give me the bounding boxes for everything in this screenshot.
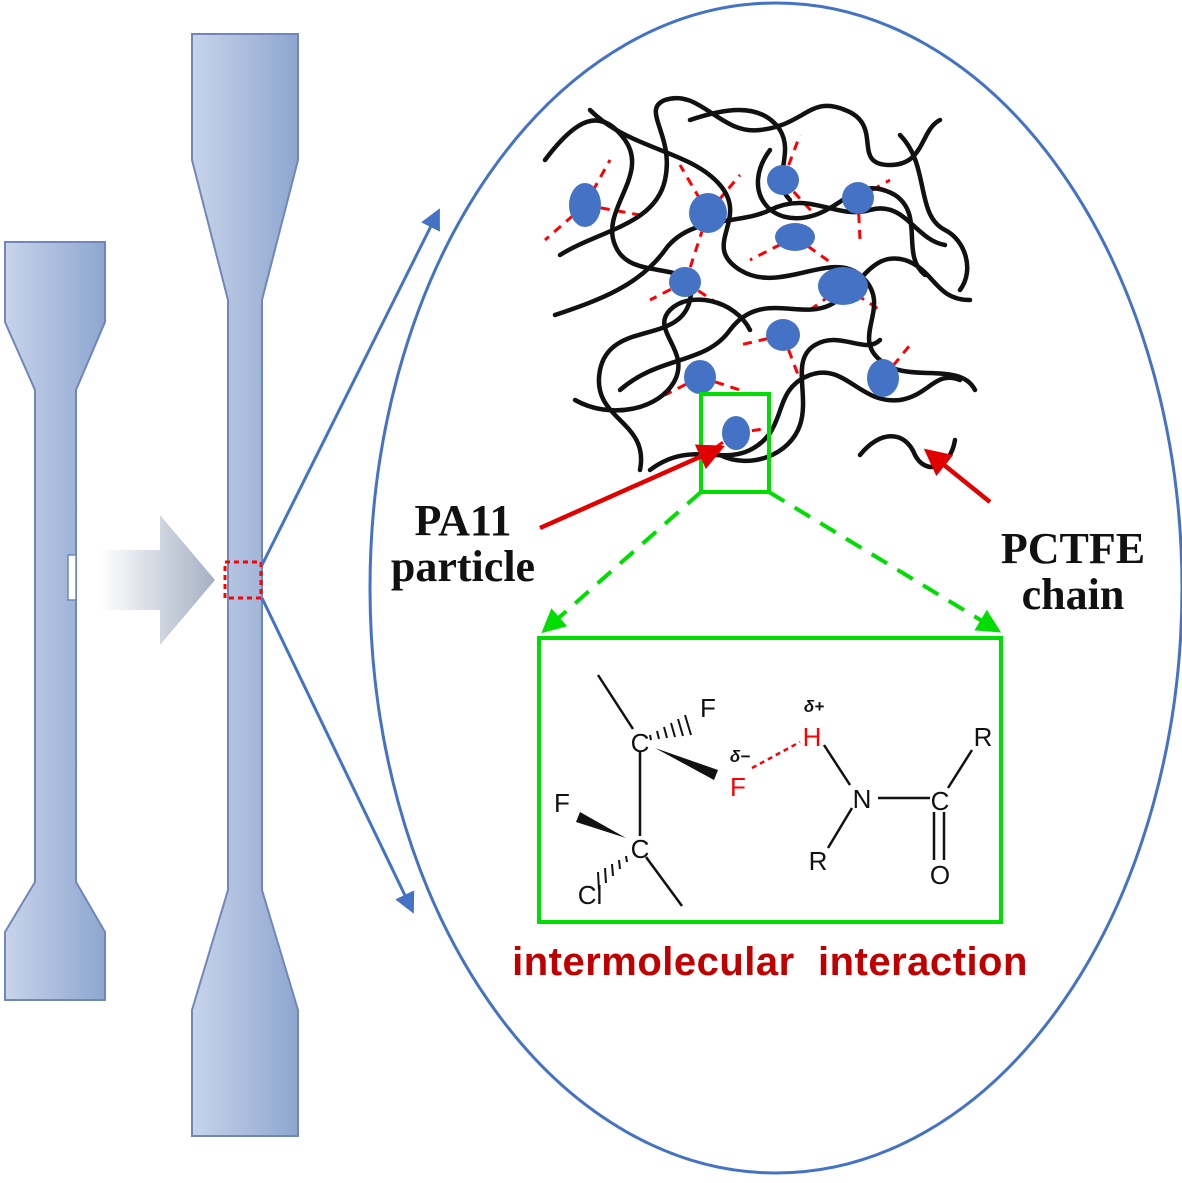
hashed-bond-icon <box>649 714 692 741</box>
interaction-caption: intermolecular interaction <box>512 940 1028 984</box>
zoom-dash-left <box>541 490 703 634</box>
pa11-particle <box>867 359 899 397</box>
atom-o: O <box>930 860 950 890</box>
pa11-particle <box>669 267 701 297</box>
delta-plus-label: δ+ <box>804 697 824 716</box>
stretch-arrow <box>100 515 215 645</box>
chemical-bonds <box>596 674 974 907</box>
pa11-particle <box>842 182 874 214</box>
wedge-bond-icon <box>655 748 718 780</box>
pa11-label: PA11 particle <box>368 498 558 590</box>
atom-h-donor: H <box>803 722 822 752</box>
pa11-particle <box>722 416 750 450</box>
atom-labels: C C F F Cl N C O R R <box>554 693 992 910</box>
pa11-pointer-arrow <box>539 444 725 531</box>
pctfe-label: PCTFE chain <box>978 526 1168 618</box>
polar-atom-labels: H F <box>730 722 821 802</box>
delta-minus-label: δ− <box>730 747 750 766</box>
pa11-particle <box>766 319 800 351</box>
atom-c-carbonyl: C <box>931 786 950 816</box>
zoom-line-bottom <box>260 597 415 914</box>
pa11-particle <box>767 165 799 195</box>
highlight-box-small <box>699 392 771 494</box>
pa11-particle <box>569 183 601 227</box>
hashed-bond-icon <box>597 855 628 891</box>
atom-c-upper: C <box>631 728 650 758</box>
atom-r-top: R <box>974 722 993 752</box>
pctfe-pointer-arrow <box>923 448 992 504</box>
atom-f-left: F <box>554 788 570 818</box>
atom-c-lower: C <box>631 834 650 864</box>
zoom-line-top <box>260 208 440 566</box>
hydrogen-bond-line <box>751 740 801 770</box>
interaction-detail-box <box>537 636 1003 924</box>
pa11-particle <box>689 193 727 233</box>
zoom-region-marker <box>223 560 263 600</box>
zoom-dash-right <box>767 490 1002 633</box>
pctfe-label-line2: chain <box>1021 570 1125 619</box>
pctfe-label-line1: PCTFE <box>1000 524 1146 573</box>
pa11-label-line2: particle <box>390 542 536 591</box>
magnified-view-ellipse <box>368 1 1182 1175</box>
pa11-particle <box>684 360 716 394</box>
pctfe-chain-network <box>542 95 978 473</box>
pa11-particle <box>818 267 868 305</box>
pa11-particle <box>775 223 815 251</box>
atom-f-upper: F <box>700 693 716 723</box>
wedge-bond-icon <box>576 812 626 838</box>
specimen-before <box>4 241 106 1001</box>
atom-n: N <box>853 784 872 814</box>
partial-charge-labels: δ+ δ− <box>730 697 824 766</box>
pa11-label-line1: PA11 <box>414 496 512 545</box>
specimen-after <box>191 33 299 1137</box>
atom-f-acceptor: F <box>730 772 746 802</box>
atom-r-bottom: R <box>809 846 828 876</box>
pa11-particles <box>569 165 899 450</box>
specimen-before-notch <box>67 554 77 601</box>
atom-cl: Cl <box>578 880 603 910</box>
